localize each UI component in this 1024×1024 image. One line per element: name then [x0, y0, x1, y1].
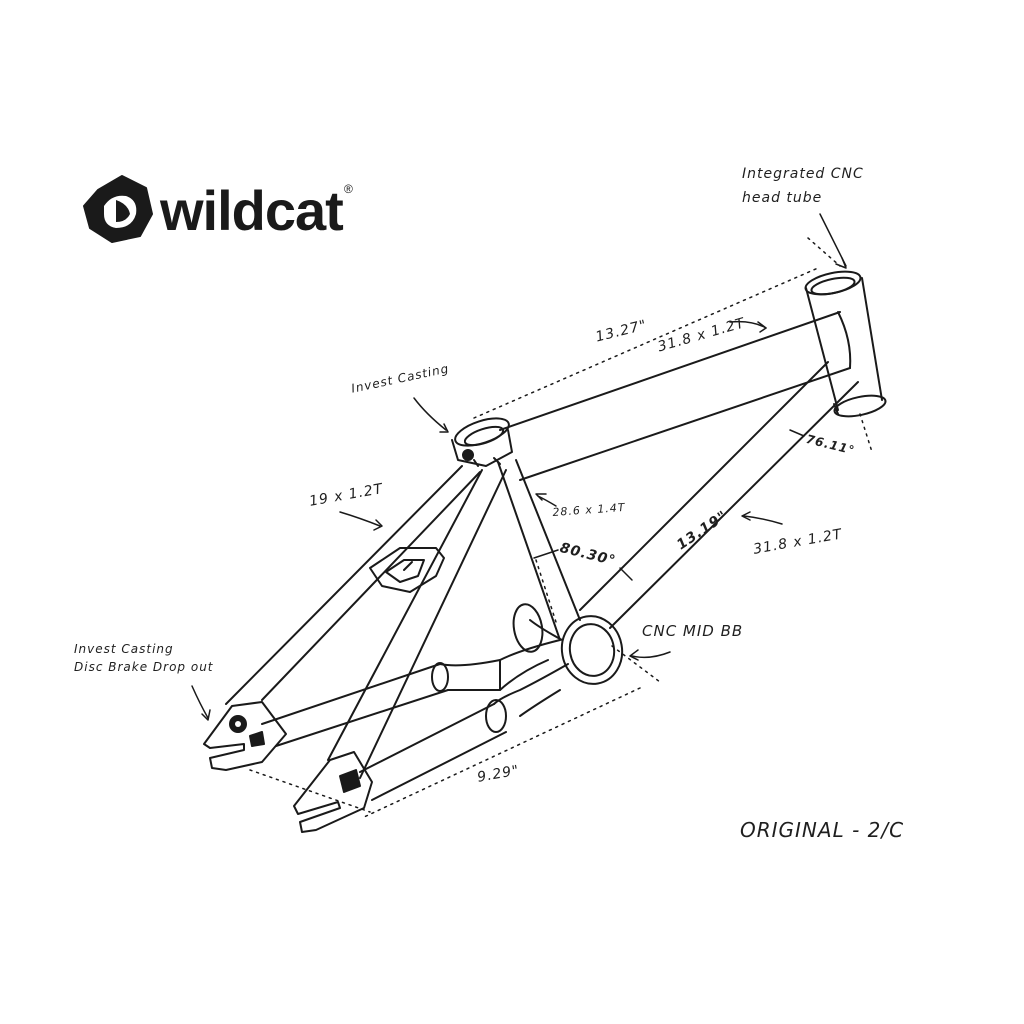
head-tube-label-line1: Integrated CNC: [742, 166, 864, 182]
head-tube-label-line2: head tube: [742, 190, 823, 206]
seat-tube: [497, 459, 581, 641]
seat-stays: [225, 465, 507, 779]
brand-logo-text: wildcat: [160, 179, 344, 242]
top-tube: [499, 311, 852, 481]
registered-mark: ®: [344, 182, 353, 196]
dropout-label-line2: Disc Brake Drop out: [74, 660, 214, 674]
left-dropout: [203, 701, 287, 771]
version-label: ORIGINAL - 2/C: [740, 818, 905, 842]
right-dropout: [293, 751, 373, 833]
head-tube: [804, 270, 887, 418]
seat-cluster: [451, 417, 513, 467]
dropout-label-line1: Invest Casting: [74, 642, 174, 656]
bottom-bracket-label: CNC MID BB: [642, 622, 744, 640]
bottom-bracket-shell: [512, 603, 624, 685]
leader-arrows: [191, 213, 847, 721]
brake-bridge: [369, 547, 445, 593]
chain-stays: [261, 639, 569, 801]
wildcat-logo-icon: [83, 175, 153, 243]
dimension-lines: [249, 237, 873, 819]
down-tube: [579, 361, 859, 629]
